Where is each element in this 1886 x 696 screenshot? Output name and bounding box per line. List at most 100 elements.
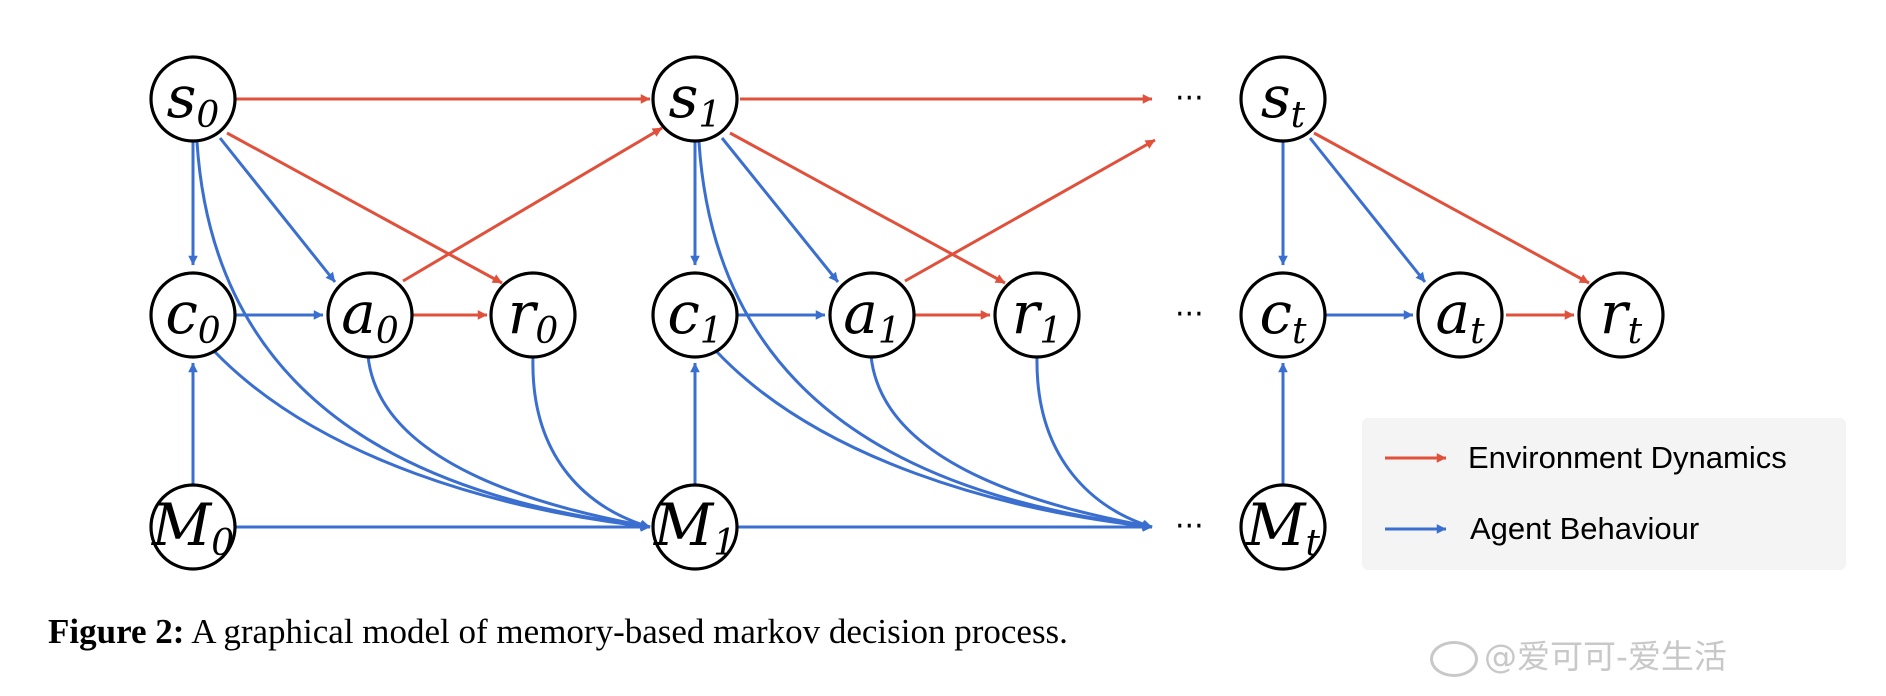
svg-text:c0: c0	[165, 279, 220, 352]
node-rt: rt	[1577, 271, 1665, 359]
legend-box	[1362, 418, 1846, 570]
node-s0-label: s	[167, 63, 197, 131]
edge-a1-mellipsis	[869, 355, 1153, 531]
node-r0-circle	[489, 271, 577, 359]
node-r0: r0	[489, 271, 577, 359]
node-st: st	[1239, 55, 1327, 143]
ellipsis-middle-row: ···	[1175, 297, 1204, 332]
node-m0-circle	[149, 483, 237, 571]
edge-a0-s1	[402, 126, 663, 283]
edge-a1-ellipsis	[904, 138, 1156, 283]
node-rt-circle	[1577, 271, 1665, 359]
svg-text:r0: r0	[508, 279, 559, 352]
node-rt-label: r	[1600, 279, 1631, 347]
watermark: @爱可可-爱生活	[1430, 630, 1727, 678]
node-c0: c0	[149, 271, 237, 359]
svg-text:s0: s0	[167, 63, 220, 136]
svg-text:Mt: Mt	[1245, 491, 1320, 564]
edge-st-at	[1308, 137, 1427, 283]
node-m1-label: M	[653, 491, 715, 559]
svg-text:ct: ct	[1260, 279, 1307, 352]
node-mt-circle	[1239, 483, 1327, 571]
node-a1-subscript: 1	[878, 311, 901, 352]
svg-text:a0: a0	[341, 279, 399, 352]
edge-st-rt	[1313, 131, 1590, 285]
node-mt-subscript: t	[1305, 523, 1320, 564]
node-ct-label: c	[1260, 279, 1292, 347]
agent-edges	[188, 137, 1427, 532]
node-r1: r1	[993, 271, 1081, 359]
node-r1-label: r	[1012, 279, 1043, 347]
svg-text:M0: M0	[151, 491, 234, 564]
node-m1-subscript: 1	[713, 523, 736, 564]
node-s0-circle	[149, 55, 237, 143]
node-ct-circle	[1239, 271, 1327, 359]
node-c0-label: c	[165, 279, 197, 347]
node-m0: M0	[149, 483, 237, 571]
node-c1-subscript: 1	[700, 311, 723, 352]
node-s1: s1	[651, 55, 739, 143]
node-m1-circle	[651, 483, 739, 571]
node-s1-label: s	[669, 63, 699, 131]
legend: Environment Dynamics Agent Behaviour	[1362, 418, 1846, 570]
figure-caption: Figure 2: A graphical model of memory-ba…	[48, 612, 1068, 652]
node-rt-subscript: t	[1628, 311, 1643, 352]
figure-caption-text: A graphical model of memory-based markov…	[184, 612, 1068, 651]
node-a0-label: a	[341, 279, 376, 347]
node-a1: a1	[828, 271, 916, 359]
edge-c0-m1	[213, 350, 651, 531]
weibo-logo-icon	[1430, 640, 1478, 677]
node-mt: Mt	[1239, 483, 1327, 571]
svg-text:rt: rt	[1600, 279, 1643, 352]
node-m1: M1	[651, 483, 739, 571]
svg-text:c1: c1	[667, 279, 722, 352]
legend-environment-label: Environment Dynamics	[1468, 440, 1787, 475]
node-a1-label: a	[843, 279, 878, 347]
edge-a0-m1	[366, 355, 651, 530]
node-c1-circle	[651, 271, 739, 359]
node-at-subscript: t	[1470, 311, 1485, 352]
svg-text:st: st	[1261, 63, 1306, 136]
edge-s0-m1	[195, 141, 651, 531]
ellipsis-state-row: ···	[1175, 81, 1204, 116]
legend-agent-label: Agent Behaviour	[1470, 511, 1699, 546]
node-ct-subscript: t	[1292, 311, 1307, 352]
node-st-circle	[1239, 55, 1327, 143]
node-a0-circle	[326, 271, 414, 359]
node-s0: s0	[149, 55, 237, 143]
edge-s1-mellipsis	[697, 141, 1153, 531]
node-at: at	[1416, 271, 1504, 359]
node-c1-label: c	[667, 279, 699, 347]
edge-s0-r0	[226, 131, 503, 285]
node-a0: a0	[326, 271, 414, 359]
node-r0-subscript: 0	[535, 311, 558, 352]
edge-c1-mellipsis	[715, 350, 1153, 531]
node-r0-label: r	[508, 279, 539, 347]
node-mt-label: M	[1245, 491, 1307, 559]
svg-text:at: at	[1435, 279, 1485, 352]
node-st-label: s	[1261, 63, 1291, 131]
ellipsis-memory-row: ···	[1175, 509, 1204, 544]
edge-s0-a0	[218, 137, 337, 283]
environment-edges	[226, 94, 1590, 320]
ellipses: ··· ··· ···	[1175, 81, 1204, 544]
node-st-subscript: t	[1291, 95, 1306, 136]
node-m0-subscript: 0	[211, 523, 234, 564]
svg-text:r1: r1	[1012, 279, 1063, 352]
watermark-text: @爱可可-爱生活	[1484, 637, 1727, 676]
node-a1-circle	[828, 271, 916, 359]
node-r1-subscript: 1	[1039, 311, 1062, 352]
svg-text:a1: a1	[843, 279, 901, 352]
node-s0-subscript: 0	[196, 95, 219, 136]
node-ct: ct	[1239, 271, 1327, 359]
edge-s1-a1	[720, 137, 840, 283]
node-at-circle	[1416, 271, 1504, 359]
svg-text:M1: M1	[653, 491, 736, 564]
node-c0-subscript: 0	[198, 311, 221, 352]
edge-s1-r1	[729, 131, 1006, 285]
node-r1-circle	[993, 271, 1081, 359]
node-at-label: a	[1435, 279, 1470, 347]
node-a0-subscript: 0	[376, 311, 399, 352]
node-c0-circle	[149, 271, 237, 359]
